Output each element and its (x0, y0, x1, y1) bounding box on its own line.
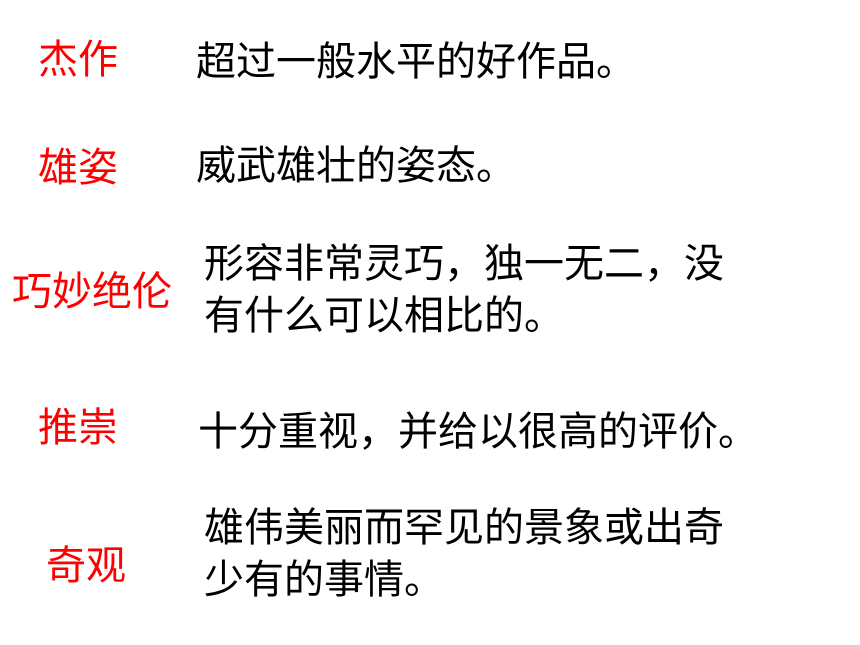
definition-line: 少有的事情。 (204, 557, 444, 603)
definition-jiezuo: 超过一般水平的好作品。 (196, 36, 636, 88)
definition-line: 形容非常灵巧，独一无二，没 (204, 241, 724, 287)
term-tuichong: 推崇 (38, 405, 118, 451)
definition-qiaomiaojuelun: 形容非常灵巧，独一无二，没 有什么可以相比的。 (204, 238, 724, 342)
term-xiongzi: 雄姿 (38, 145, 118, 191)
definition-qiguan: 雄伟美丽而罕见的景象或出奇 少有的事情。 (204, 502, 724, 606)
definition-line: 雄伟美丽而罕见的景象或出奇 (204, 505, 724, 551)
definition-tuichong: 十分重视，并给以很高的评价。 (198, 406, 758, 458)
definition-line: 超过一般水平的好作品。 (196, 39, 636, 85)
definition-line: 十分重视，并给以很高的评价。 (198, 409, 758, 455)
term-qiguan: 奇观 (46, 543, 126, 589)
definition-xiongzi: 威武雄壮的姿态。 (196, 140, 516, 192)
definition-line: 威武雄壮的姿态。 (196, 143, 516, 189)
term-jiezuo: 杰作 (38, 37, 118, 83)
definition-line: 有什么可以相比的。 (204, 293, 564, 339)
term-qiaomiaojuelun: 巧妙绝伦 (12, 269, 172, 315)
